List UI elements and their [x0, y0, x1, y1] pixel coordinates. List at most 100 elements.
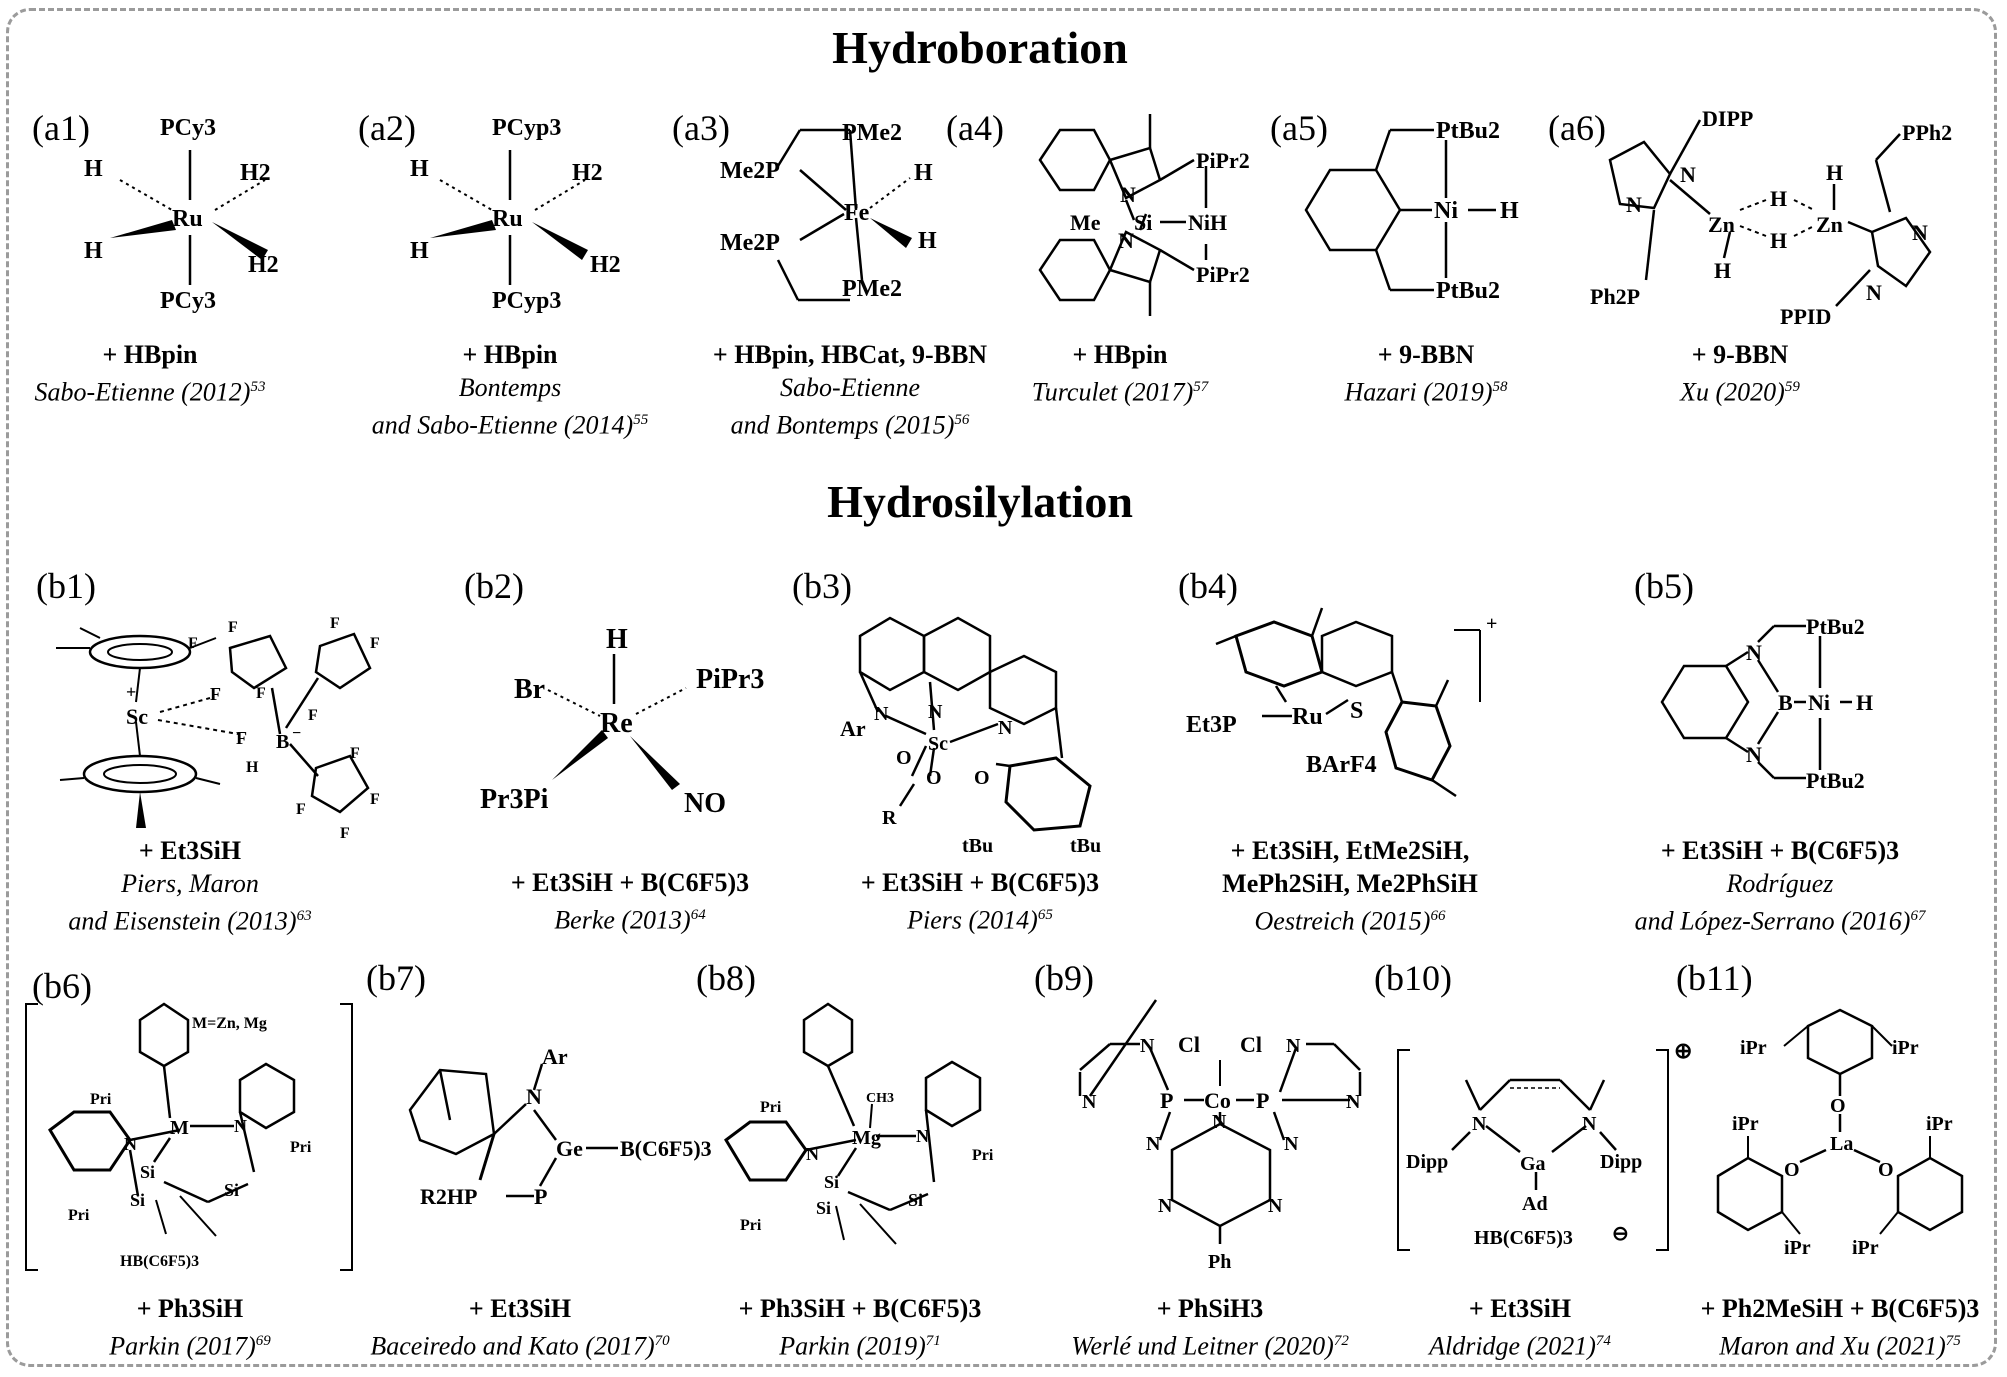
reagent-a1: + HBpin — [102, 340, 198, 369]
citation-text: and Bontemps (2015) — [730, 410, 955, 440]
structure-b11: iPr iPr O La O O iPr iPr iPr iPr — [1704, 1006, 1994, 1271]
atom-label: H2 — [572, 160, 603, 186]
citation-ref: 59 — [1784, 379, 1800, 395]
citation-text: Berke (2013) — [554, 905, 691, 935]
atom-label: NO — [684, 788, 726, 819]
panel-label-b2: (b2) — [464, 566, 524, 606]
panel-label-a4: (a4) — [946, 108, 1004, 148]
atom-label: tBu — [1070, 835, 1101, 857]
panel-label-a1: (a1) — [32, 108, 90, 148]
molecule-b6: M=Zn, Mg Pri M Si Si Si N N Pri Pri HB(C… — [25, 1002, 353, 1271]
atom-label: N — [1284, 1133, 1299, 1155]
atom-label: N — [1286, 1035, 1301, 1057]
atom-label: Cl — [1178, 1032, 1200, 1057]
citation-ref: 72 — [1333, 1333, 1349, 1349]
atom-label: Me2P — [720, 230, 780, 256]
citation-text: Maron and Xu (2021) — [1719, 1331, 1946, 1361]
caption-b4: + Et3SiH, EtMe2SiH, MePh2SiH, Me2PhSiH O… — [1200, 834, 1500, 938]
molecule-b8: Pri Mg CH3 Si Si Si N N Pri Pri — [724, 1002, 994, 1245]
citation-text: Parkin (2019) — [779, 1331, 926, 1361]
atom-label: Et3P — [1186, 712, 1237, 738]
molecule-a3: PMe2 Me2P Fe H Me2P H PMe2 — [720, 120, 937, 302]
atom-label: H — [918, 228, 937, 254]
panel-label-b10: (b10) — [1374, 958, 1452, 998]
citation-ref: 67 — [1910, 908, 1926, 924]
citation-text: Sabo-Etienne (2012) — [34, 377, 251, 407]
atom-label: N — [1582, 1113, 1597, 1135]
structure-b3: N Ar N Sc N O O O R tBu tBu — [830, 606, 1130, 861]
citation-a4: Turculet (2017)57 — [1020, 371, 1220, 409]
atom-label: R2HP — [420, 1184, 477, 1209]
structure-a1: PCy3 Ru PCy3 H H2 H H2 — [80, 110, 300, 325]
atom-label: B — [276, 731, 289, 753]
section-title-hydroboration: Hydroboration — [832, 22, 1128, 73]
atom-label: PMe2 — [842, 120, 902, 146]
atom-label: Si — [140, 1162, 155, 1182]
atom-label: Pri — [760, 1099, 782, 1116]
atom-label: Cl — [1240, 1032, 1262, 1057]
caption-b1: + Et3SiH Piers, Maron and Eisenstein (20… — [60, 834, 320, 938]
atom-label: Ad — [1522, 1193, 1548, 1215]
citation-ref: 75 — [1945, 1333, 1961, 1349]
citation-b1-line2: and Eisenstein (2013)63 — [60, 900, 320, 938]
atom-label: PMe2 — [842, 276, 902, 302]
metal-label: Ni — [1808, 690, 1830, 715]
atom-label: P — [1256, 1088, 1269, 1113]
atom-label: PiPr2 — [1196, 148, 1250, 173]
atom-label: O — [896, 747, 912, 769]
metal-label: Ru — [492, 206, 523, 232]
atom-label: F — [228, 619, 238, 636]
citation-text: Hazari (2019) — [1344, 377, 1493, 407]
atom-label: H — [246, 759, 259, 776]
atom-label: BArF4 — [1306, 752, 1377, 778]
citation-a1: Sabo-Etienne (2012)53 — [30, 371, 270, 409]
reagent-a5: + 9-BBN — [1377, 340, 1475, 369]
citation-text: Werlé und Leitner (2020) — [1071, 1331, 1334, 1361]
counter-anion: HB(C6F5)3 — [120, 1253, 199, 1270]
molecule-a4: PiPr2 N Me Si NiH N PiPr2 — [1038, 114, 1250, 316]
atom-label: PtBu2 — [1436, 118, 1500, 144]
citation-text: and Sabo-Etienne (2014) — [371, 410, 634, 440]
atom-label: iPr — [1852, 1237, 1879, 1259]
citation-text: Aldridge (2021) — [1429, 1331, 1596, 1361]
molecule-b2: H Br PiPr3 Re Pr3Pi NO — [480, 624, 764, 819]
molecule-a6: DIPP N N Zn H H H H Zn PPh2 N N Ph2P PPI… — [1590, 106, 1952, 329]
structure-b2: H Br PiPr3 Re Pr3Pi NO — [470, 620, 790, 835]
atom-label: N — [1746, 640, 1762, 665]
dashed-frame — [6, 8, 1997, 1367]
atom-label: O — [1830, 1095, 1846, 1117]
atom-label: B — [1778, 690, 1793, 715]
atom-label: Dipp — [1600, 1151, 1642, 1173]
atom-label: NiH — [1188, 210, 1227, 235]
reagent-a3: + HBpin, HBCat, 9-BBN — [712, 340, 988, 369]
molecule-b4: Et3P Ru S + BArF4 — [1186, 607, 1497, 798]
atom-label: F — [350, 745, 360, 762]
atom-label: Si — [908, 1190, 923, 1210]
atom-label: Ar — [840, 716, 866, 741]
citation-text: Baceiredo and Kato (2017) — [370, 1331, 655, 1361]
atom-label: PPh2 — [1902, 120, 1952, 145]
reagent-b3: + Et3SiH + B(C6F5)3 — [860, 868, 1100, 897]
panel-label-b4: (b4) — [1178, 566, 1238, 606]
citation-ref: 65 — [1037, 907, 1053, 923]
atom-label: H — [84, 238, 103, 264]
atom-label: Ph2P — [1590, 284, 1640, 309]
atom-label: N — [1158, 1195, 1173, 1217]
caption-a2: + HBpin Bontemps and Sabo-Etienne (2014)… — [350, 338, 670, 442]
reagent-b11: + Ph2MeSiH + B(C6F5)3 — [1700, 1294, 1980, 1323]
citation-ref: 55 — [633, 412, 649, 428]
atom-label: H — [1770, 186, 1787, 211]
caption-a5: + 9-BBN Hazari (2019)58 — [1326, 338, 1526, 409]
molecule-a1: PCy3 Ru PCy3 H H2 H H2 — [84, 115, 279, 314]
atom-label: N — [1912, 220, 1928, 245]
structure-b8: Pri Mg CH3 Si Si Si N N Pri Pri — [720, 1000, 1020, 1265]
molecule-a2: PCyp3 Ru PCyp3 H H2 H H2 — [410, 115, 621, 314]
citation-ref: 56 — [954, 412, 970, 428]
caption-b8: + Ph3SiH + B(C6F5)3 Parkin (2019)71 — [720, 1292, 1000, 1363]
atom-label: H — [914, 160, 933, 186]
atom-label: Pri — [290, 1139, 312, 1156]
structure-b10: N N Dipp Dipp Ga Ad HB(C6F5)3 ⊖ ⊕ — [1390, 1038, 1692, 1265]
atom-label: S — [1350, 698, 1363, 724]
atom-label: iPr — [1732, 1113, 1759, 1135]
